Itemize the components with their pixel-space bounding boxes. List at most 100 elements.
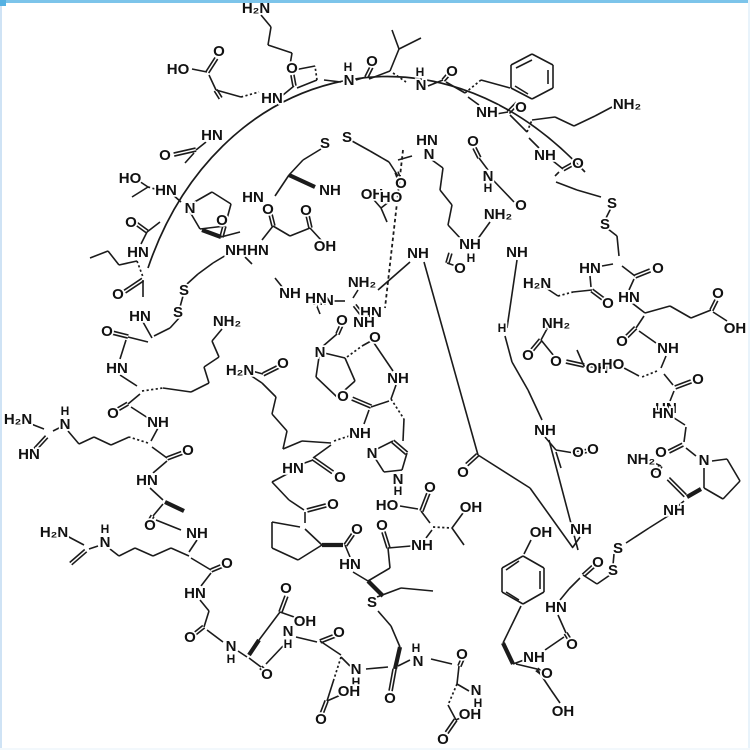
bond xyxy=(576,189,602,198)
bond xyxy=(544,636,565,651)
bond xyxy=(305,215,310,229)
bond xyxy=(447,683,458,706)
bond xyxy=(211,340,220,358)
bond xyxy=(641,370,658,378)
atom-label: O xyxy=(286,60,298,77)
bond xyxy=(66,535,85,546)
bond xyxy=(361,340,372,347)
atom-label: H xyxy=(227,652,236,666)
bond xyxy=(552,160,564,170)
bond xyxy=(326,678,335,702)
bond xyxy=(271,547,299,561)
bond xyxy=(130,406,149,419)
bond xyxy=(566,631,573,641)
bond xyxy=(203,356,220,368)
atom-label: NH₂ xyxy=(613,96,641,113)
bond xyxy=(205,56,216,72)
bond xyxy=(422,493,431,513)
bond xyxy=(441,70,450,80)
bond xyxy=(364,66,371,77)
bond xyxy=(288,65,316,72)
bond xyxy=(504,335,513,363)
atom-label: O xyxy=(712,285,724,302)
atom-label: N xyxy=(283,623,294,640)
bond xyxy=(391,669,397,692)
atom-label: S xyxy=(179,282,189,299)
atom-label: HN xyxy=(155,182,177,199)
bond xyxy=(554,116,575,127)
atom-label: O xyxy=(515,197,527,214)
atom-label: HN xyxy=(242,189,264,206)
bond xyxy=(212,253,229,264)
bond xyxy=(373,342,394,372)
bond xyxy=(107,250,120,266)
bond xyxy=(666,479,685,498)
bond xyxy=(477,454,531,489)
bond xyxy=(190,382,210,393)
bond xyxy=(576,349,585,367)
bond xyxy=(323,79,342,83)
bond xyxy=(336,380,356,398)
atom-label: O xyxy=(446,63,458,80)
bond xyxy=(446,262,457,267)
atom-label: HO xyxy=(119,170,142,187)
bond xyxy=(367,67,374,79)
bond xyxy=(312,444,332,459)
atom-label: OH xyxy=(314,238,337,255)
bond xyxy=(563,165,574,172)
bond xyxy=(548,439,579,551)
atom-label: N xyxy=(185,200,196,217)
bond xyxy=(288,52,293,72)
bond xyxy=(295,636,318,643)
bond xyxy=(240,91,260,98)
bond xyxy=(188,539,198,553)
bond xyxy=(219,225,224,237)
bond xyxy=(319,632,338,641)
atom-label: HN xyxy=(339,556,361,573)
atom-label: OH xyxy=(530,524,553,541)
bond xyxy=(199,225,226,230)
bond xyxy=(381,532,388,549)
bond xyxy=(249,374,263,384)
bond xyxy=(321,333,338,348)
atom-label: H₂N xyxy=(523,275,551,292)
atom-label: N xyxy=(393,471,404,488)
bond xyxy=(390,384,397,400)
atom-label: O xyxy=(437,731,449,748)
bond xyxy=(189,211,201,230)
bond xyxy=(194,627,206,637)
bond xyxy=(352,305,362,316)
bond xyxy=(274,277,284,289)
bond xyxy=(592,288,606,299)
bond xyxy=(398,37,422,50)
atom-label: N xyxy=(367,445,378,462)
bond xyxy=(352,396,373,406)
atom-label: O xyxy=(424,479,436,496)
atom-label: O xyxy=(572,155,584,172)
bond xyxy=(267,44,293,54)
atom-label: H xyxy=(394,484,403,498)
bond xyxy=(167,453,184,461)
atom-label: O xyxy=(216,212,228,229)
bond xyxy=(384,531,391,548)
atom-label: OH xyxy=(552,703,575,720)
bond xyxy=(439,167,444,191)
bond xyxy=(631,302,646,314)
atom-label: O xyxy=(213,43,225,60)
bond xyxy=(355,76,367,81)
bond xyxy=(495,111,509,115)
atom-label: NH₂ xyxy=(484,206,512,223)
atom-label: NH₂ xyxy=(627,451,655,468)
bond xyxy=(340,656,351,667)
bond xyxy=(559,588,570,601)
bond xyxy=(572,289,593,293)
frame-border-top xyxy=(0,0,750,3)
bond xyxy=(169,316,181,329)
bond xyxy=(635,271,652,279)
bond xyxy=(726,458,741,482)
bond xyxy=(638,330,657,344)
atom-label: NH xyxy=(506,244,528,261)
bond xyxy=(134,224,147,234)
bond xyxy=(369,150,390,163)
